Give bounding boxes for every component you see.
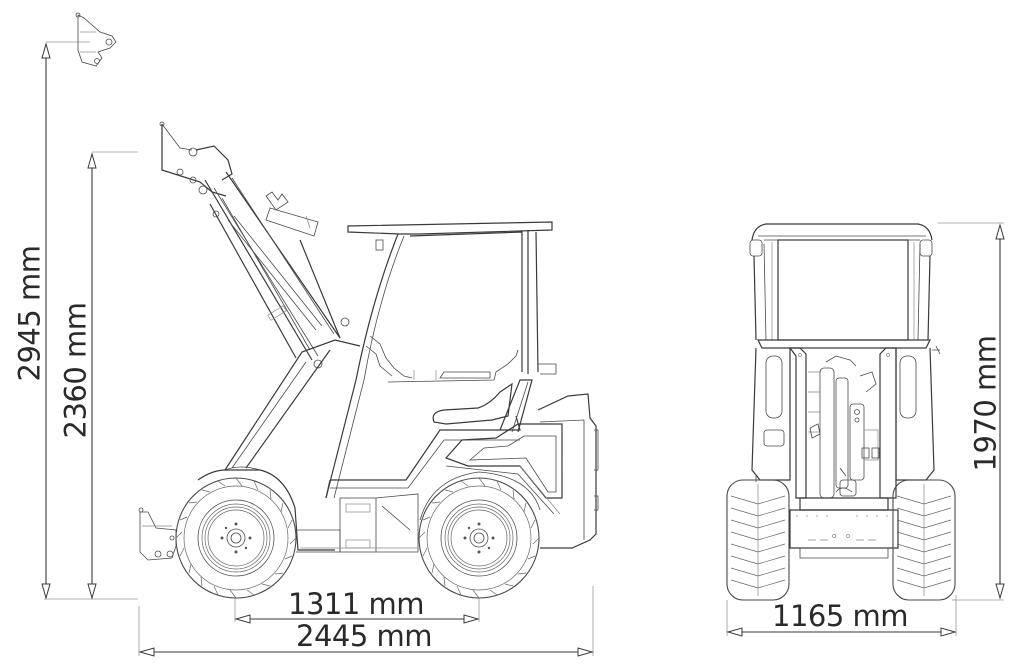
loader-cab <box>325 221 557 499</box>
dimension-2445 <box>138 586 594 657</box>
front-view-left-tire <box>726 479 790 601</box>
front-body <box>751 347 935 559</box>
dimension-2945 <box>41 41 90 600</box>
rear-wheel <box>418 471 541 599</box>
label-overall-length: 2445 mm <box>296 619 433 653</box>
front-wheel <box>175 477 297 599</box>
label-overall-height: 1970 mm <box>968 335 1003 472</box>
loader-rear-body <box>444 393 599 549</box>
loader-front-frame <box>197 339 361 551</box>
loader-boom-arm <box>159 121 350 369</box>
loader-front-view <box>726 223 956 601</box>
label-overall-width: 1165 mm <box>772 599 909 633</box>
front-view-right-tire <box>892 479 956 601</box>
dimension-2360 <box>44 151 138 600</box>
raised-attachment-plate <box>75 12 117 67</box>
front-attachment-plate <box>138 507 177 561</box>
label-arm-pivot-height: 2360 mm <box>58 302 93 439</box>
rear-tire-tread <box>418 477 540 599</box>
front-tire-tread <box>175 477 297 599</box>
dimension-1970 <box>938 222 1005 601</box>
loader-chassis <box>296 493 419 553</box>
dimension-1165 <box>726 595 957 637</box>
loader-side-view <box>138 121 599 599</box>
label-max-lift-height: 2945 mm <box>12 245 47 382</box>
label-wheelbase: 1311 mm <box>288 587 425 621</box>
front-cab <box>749 223 941 355</box>
dimension-1311 <box>234 598 480 624</box>
